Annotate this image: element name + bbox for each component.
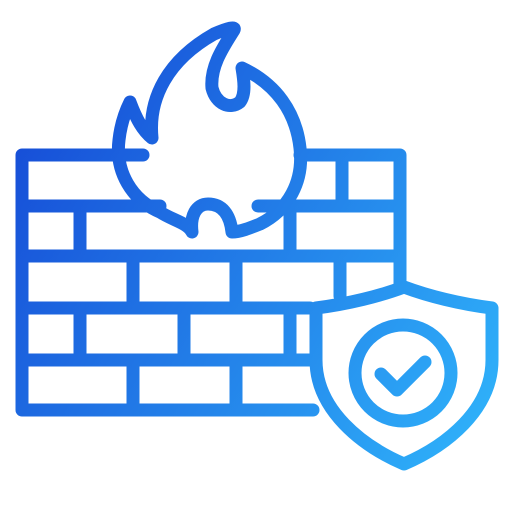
wall-outline-top-right (293, 148, 407, 293)
brick-wall-icon (15, 148, 407, 417)
check-icon (374, 355, 432, 397)
shield-icon (309, 280, 499, 471)
fire-icon (111, 21, 308, 239)
check-stroke (374, 355, 432, 397)
shield-outline (309, 280, 499, 471)
flame-outline (111, 21, 308, 239)
wall-outline (15, 148, 320, 417)
check-circle (348, 318, 458, 428)
